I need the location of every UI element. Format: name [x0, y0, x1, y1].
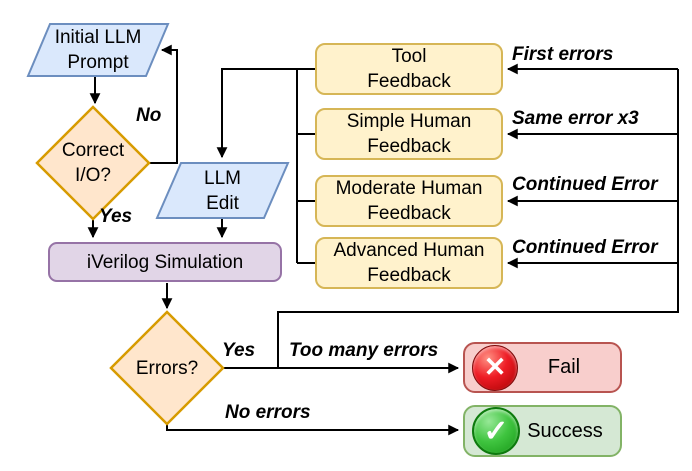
node-iverilog-simulation: iVerilog Simulation: [48, 242, 282, 282]
edge-label-no-errors: No errors: [225, 402, 311, 423]
edge-label-same-error-x3: Same error x3: [512, 108, 639, 129]
cross-icon: ✕: [472, 344, 518, 391]
node-success: ✓ Success: [463, 405, 622, 457]
initial-llm-prompt-shape: [26, 23, 170, 77]
node-simple-human-feedback: Simple Human Feedback: [315, 108, 503, 160]
check-icon-glyph: ✓: [483, 414, 509, 448]
edge-label-yes-correct-io: Yes: [99, 206, 133, 227]
node-fail-label: Fail: [547, 356, 581, 378]
correct-io-shape: [35, 105, 151, 221]
edge-label-continued-error-2: Continued Error: [512, 237, 658, 258]
edge-no-loop: [147, 44, 178, 164]
llm-edit-shape: [155, 162, 290, 219]
node-advanced-human-feedback-label: Advanced Human Feedback: [333, 240, 485, 286]
edge-label-no: No: [136, 105, 162, 126]
edge-no-errors: [166, 424, 460, 436]
node-moderate-human-feedback-label: Moderate Human Feedback: [335, 178, 483, 224]
cross-icon-glyph: ✕: [483, 352, 507, 382]
edge-label-first-errors: First errors: [512, 44, 614, 65]
edge-right-rail: [277, 69, 679, 368]
node-moderate-human-feedback: Moderate Human Feedback: [315, 175, 503, 227]
check-icon: ✓: [472, 407, 520, 455]
edge-label-continued-error-1: Continued Error: [512, 174, 658, 195]
node-iverilog-simulation-label: iVerilog Simulation: [86, 251, 244, 273]
edge-label-too-many-errors: Too many errors: [289, 340, 439, 361]
node-simple-human-feedback-label: Simple Human Feedback: [346, 111, 472, 157]
edge-feedback-to-llm-edit: [216, 68, 315, 159]
node-tool-feedback-label: Tool Feedback: [367, 46, 451, 92]
node-advanced-human-feedback: Advanced Human Feedback: [315, 237, 503, 289]
node-success-label: Success: [527, 419, 603, 442]
edge-label-yes-errors: Yes: [222, 340, 256, 361]
errors-shape: [109, 310, 225, 426]
node-fail: ✕ Fail: [463, 342, 622, 393]
node-tool-feedback: Tool Feedback: [315, 43, 503, 95]
